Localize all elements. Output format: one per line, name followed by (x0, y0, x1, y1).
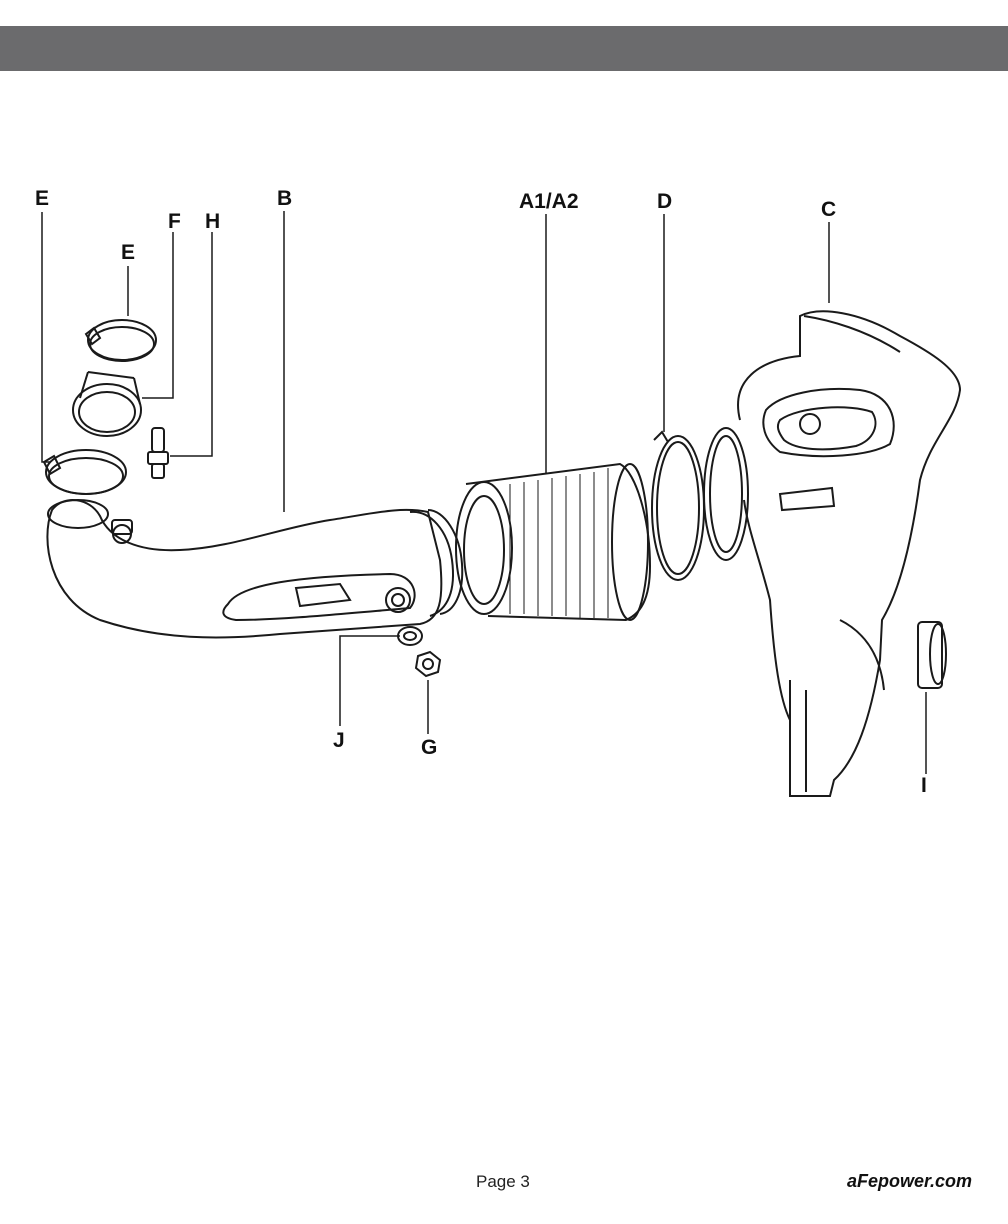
label-c: C (821, 198, 836, 221)
label-i: I (921, 774, 927, 797)
website-link[interactable]: aFepower.com (846, 1171, 972, 1191)
label-a1-a2: A1/A2 (519, 190, 579, 213)
nut-g (414, 650, 442, 678)
air-box-c (703, 310, 962, 797)
hose-clamp-e-upper (84, 319, 157, 362)
label-g: G (421, 736, 437, 759)
cap-i (917, 621, 947, 689)
grommet-j (397, 626, 423, 646)
label-j: J (333, 729, 345, 752)
label-d: D (657, 190, 672, 213)
coupler-f (72, 371, 142, 437)
hose-clamp-e-lower (42, 449, 127, 495)
label-e-top: E (35, 187, 49, 210)
label-f: F (168, 210, 181, 233)
label-e: E (121, 241, 135, 264)
air-filter-a1-a2 (455, 462, 652, 622)
label-b: B (277, 187, 292, 210)
seal-ring-d (651, 430, 705, 581)
fitting-h (147, 427, 169, 479)
page-number: Page 3 (476, 1172, 530, 1191)
label-h: H (205, 210, 220, 233)
intake-tube-b (46, 498, 464, 639)
header-bar (0, 26, 1008, 71)
leader-lines (41, 211, 927, 774)
